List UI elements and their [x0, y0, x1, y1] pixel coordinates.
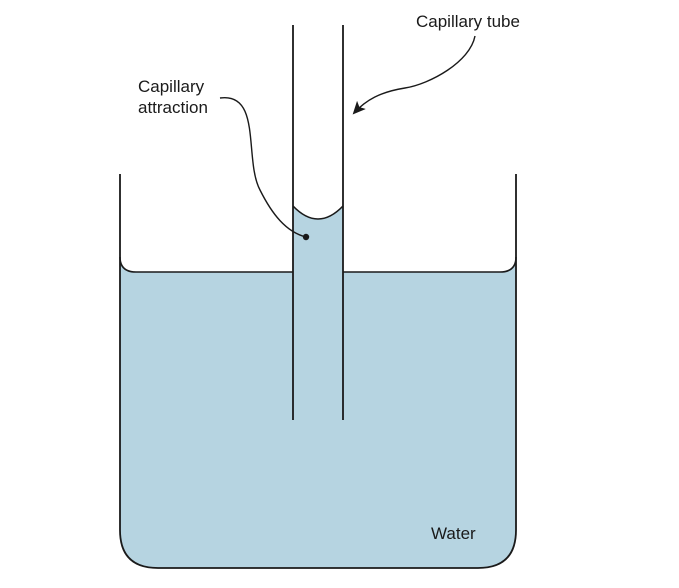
- beaker: [119, 174, 517, 569]
- capillary-attraction-label-line1: Capillary: [138, 77, 205, 96]
- capillary-attraction-dot: [302, 233, 310, 241]
- capillary-attraction-label-line2: attraction: [138, 98, 208, 117]
- capillary-tube-arrow: [352, 35, 476, 115]
- water-label: Water: [431, 524, 476, 543]
- capillary-attraction-label: Capillary attraction: [138, 76, 208, 118]
- capillary-attraction-leader: [219, 97, 307, 238]
- meniscus: [292, 205, 344, 220]
- capillary-tube-label: Capillary tube: [416, 12, 520, 31]
- capillary-water-column: [293, 206, 343, 420]
